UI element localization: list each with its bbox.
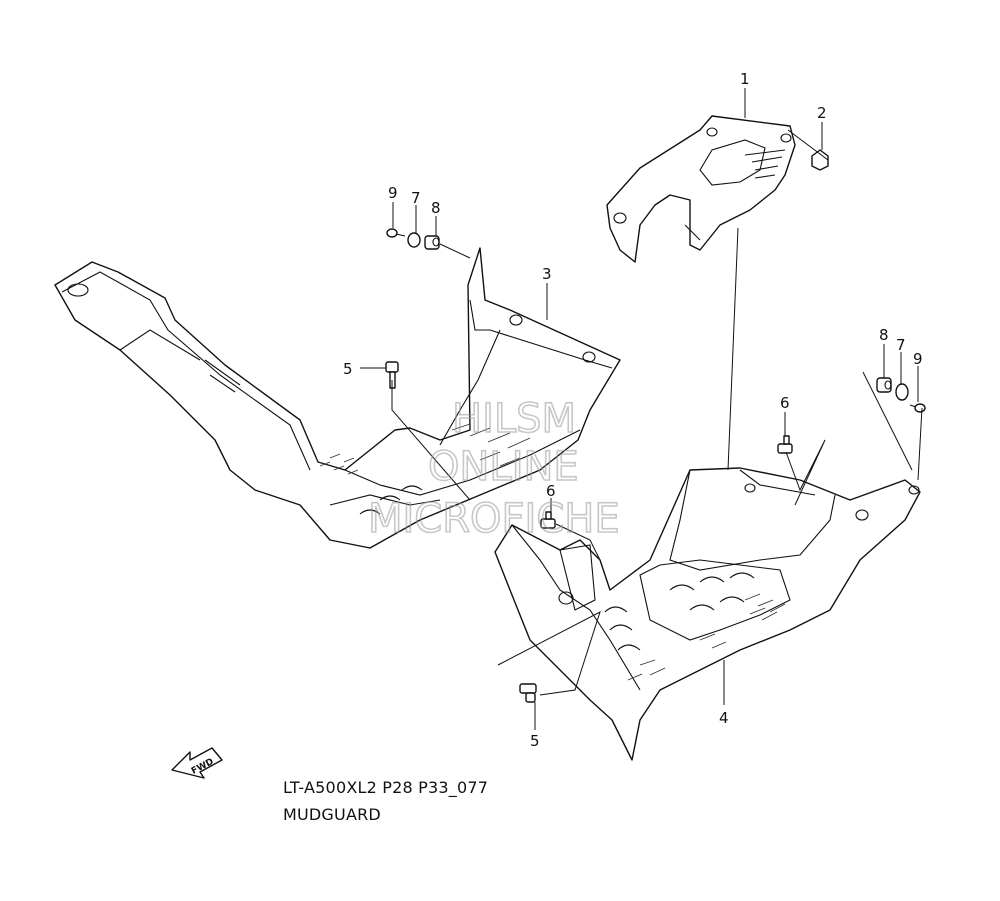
callout-6-upper: 6	[780, 394, 790, 412]
diagram-model-code: LT-A500XL2 P28 P33_077	[283, 778, 489, 797]
watermark-line-2: ONLINE	[428, 444, 579, 490]
washer-7-left-icon	[407, 232, 421, 248]
part-4-right-mudguard	[494, 467, 921, 761]
watermark: HILSM ONLINE MICROFICHE	[367, 395, 620, 543]
callout-1: 1	[740, 70, 750, 88]
callout-numbers: 1 2 3 4 5 5 6 6 9 7 8 8 7 9	[343, 70, 923, 750]
watermark-line-1: HILSM	[452, 396, 576, 442]
watermark-line-3: MICROFICHE	[368, 496, 620, 542]
part-3-left-mudguard	[54, 247, 621, 549]
clip-6-lower-icon	[540, 511, 556, 529]
callout-7-left: 7	[411, 189, 421, 207]
nut-2-icon	[811, 149, 829, 171]
callout-4: 4	[719, 709, 729, 727]
callout-9-right: 9	[913, 350, 923, 368]
washer-7-right-icon	[895, 383, 909, 401]
callout-5-left: 5	[343, 360, 353, 378]
callout-3: 3	[542, 265, 552, 283]
grommet-8-left-icon	[424, 235, 440, 250]
callout-8-left: 8	[431, 199, 441, 217]
fwd-arrow-icon: FWD	[171, 747, 223, 779]
bolt-5-lower-icon	[519, 683, 537, 703]
leader-lines	[360, 88, 923, 730]
clip-6-upper-icon	[777, 435, 793, 454]
callout-5-lower: 5	[530, 732, 540, 750]
diagram-section-name: MUDGUARD	[283, 805, 381, 824]
screw-9-right-icon	[909, 403, 926, 413]
screw-9-left-icon	[386, 228, 406, 238]
hardware	[385, 149, 926, 703]
grommet-8-right-icon	[876, 377, 892, 393]
callout-7-right: 7	[896, 336, 906, 354]
callout-9-left: 9	[388, 184, 398, 202]
part-1-center-cover	[606, 115, 796, 263]
callout-2: 2	[817, 104, 827, 122]
callout-8-right: 8	[879, 326, 889, 344]
callout-6-lower: 6	[546, 482, 556, 500]
